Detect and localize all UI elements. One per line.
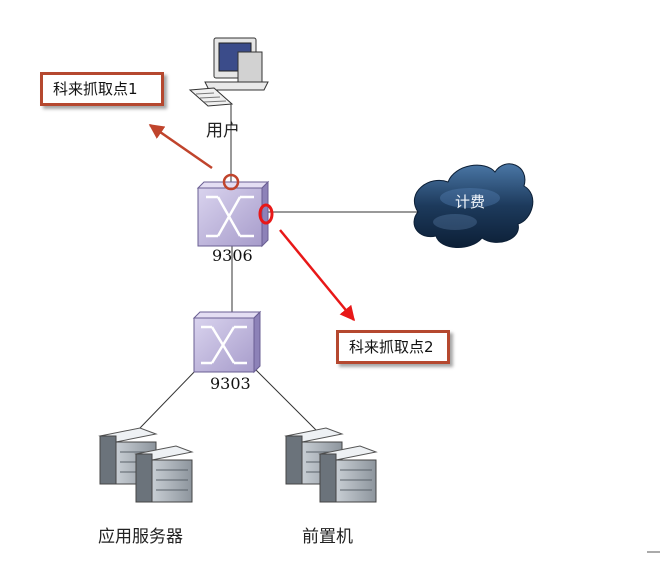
computer-icon <box>188 37 269 107</box>
capture-point-1-arrow <box>148 123 213 170</box>
front-end-label: 前置机 <box>302 527 353 547</box>
capture-point-2-label: 科来抓取点2 <box>349 338 434 356</box>
switch-9306-label: 9306 <box>212 246 253 265</box>
capture-point-2-marker <box>258 203 274 225</box>
billing-label: 计费 <box>455 193 486 211</box>
switch-9303-icon <box>192 310 262 374</box>
capture-point-1-callout: 科来抓取点1 <box>40 72 164 106</box>
switch-9306-icon <box>196 180 270 248</box>
user-label: 用户 <box>206 121 240 141</box>
switch-9303-label: 9303 <box>210 374 251 393</box>
app-servers-label: 应用服务器 <box>98 527 183 547</box>
capture-point-2-callout: 科来抓取点2 <box>336 330 450 364</box>
server-rack-icon <box>98 427 194 503</box>
cloud-icon <box>413 163 534 248</box>
capture-point-2-arrow <box>279 229 355 322</box>
links <box>139 104 418 433</box>
capture-point-1-label: 科来抓取点1 <box>53 80 138 98</box>
link-9303-app-servers <box>139 367 199 429</box>
capture-point-1-marker <box>222 173 240 191</box>
link-9303-front-end <box>255 369 319 433</box>
server-rack-icon <box>284 427 378 503</box>
